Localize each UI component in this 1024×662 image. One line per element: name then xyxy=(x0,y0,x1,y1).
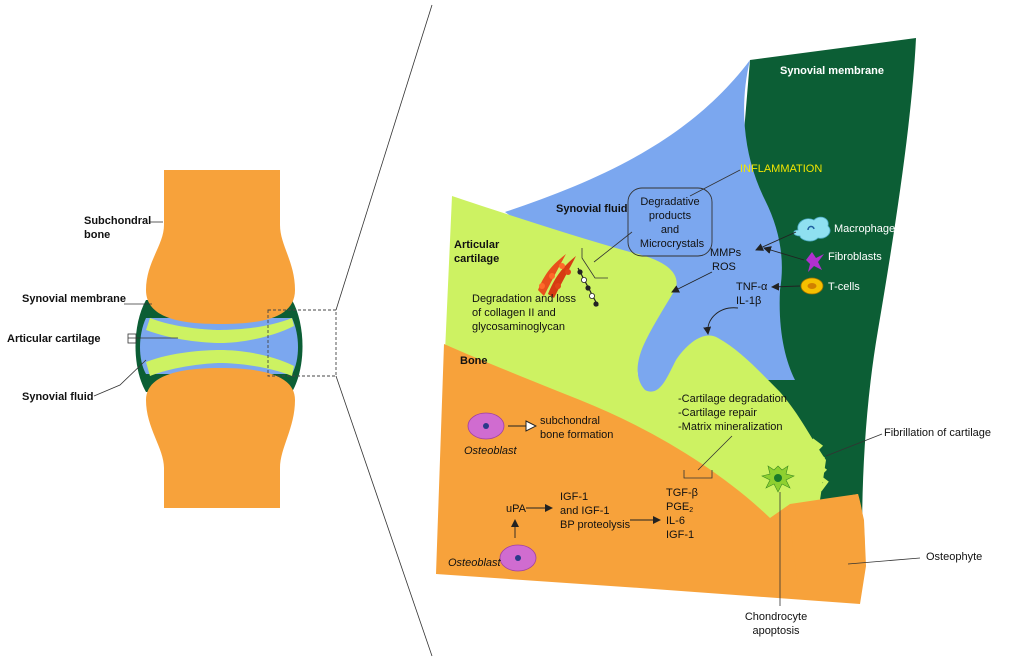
label-igf-2: and IGF-1 xyxy=(560,505,610,517)
osteophyte-shape xyxy=(790,494,865,602)
label-subchondral-bone-1: Subchondral xyxy=(84,215,151,227)
label-degradation-1: Degradation and loss xyxy=(472,293,576,305)
label-igf-1: IGF-1 xyxy=(560,491,588,503)
label-degradation-2: of collagen II and xyxy=(472,307,556,319)
zoomed-joint-region xyxy=(436,38,916,604)
left-upper-bone xyxy=(146,170,295,324)
label-igf1: IGF-1 xyxy=(666,529,694,541)
label-left-synovial-fluid: Synovial fluid xyxy=(22,391,94,403)
label-ros: ROS xyxy=(712,261,736,273)
label-right-synovial-membrane: Synovial membrane xyxy=(780,65,884,77)
label-right-articular-cartilage-1: Articular xyxy=(454,239,500,251)
label-right-synovial-fluid: Synovial fluid xyxy=(556,203,628,215)
label-matrix-mineralization: -Matrix mineralization xyxy=(678,421,783,433)
label-tgf: TGF-β xyxy=(666,487,698,499)
label-degradative-1: Degradative xyxy=(640,196,699,208)
tcell-icon xyxy=(800,277,824,295)
label-subchondral-bone-2: bone xyxy=(84,229,110,241)
left-upper-cartilage xyxy=(146,318,294,343)
label-degradative-2: products xyxy=(649,210,692,222)
label-cartilage-degradation: -Cartilage degradation xyxy=(678,393,787,405)
label-left-articular-cartilage: Articular cartilage xyxy=(7,333,101,345)
label-pge: PGE2 xyxy=(666,501,693,514)
label-right-articular-cartilage-2: cartilage xyxy=(454,253,499,265)
label-fibroblasts: Fibroblasts xyxy=(828,251,882,263)
osteoblast-icon-2 xyxy=(499,544,537,572)
label-subchondral-1: subchondral xyxy=(540,415,600,427)
chondrocyte-icon xyxy=(761,465,795,493)
label-degradation-3: glycosaminoglycan xyxy=(472,321,565,333)
zoom-guide-top xyxy=(335,4,433,311)
label-igf-3: BP proteolysis xyxy=(560,519,631,531)
articular-cartilage-region xyxy=(445,196,826,520)
label-chondrocyte-1: Chondrocyte xyxy=(745,611,807,623)
label-il1: IL-1β xyxy=(736,295,761,307)
cartilage-marker-box xyxy=(127,333,137,344)
degradative-products-box xyxy=(627,187,713,257)
osteoblast-icon-1 xyxy=(467,412,505,440)
joint-illustration xyxy=(127,170,337,508)
label-cartilage-repair: -Cartilage repair xyxy=(678,407,757,419)
label-il6: IL-6 xyxy=(666,515,685,527)
label-osteoblast-1: Osteoblast xyxy=(464,445,518,457)
label-subchondral-2: bone formation xyxy=(540,429,613,441)
label-osteoblast-2: Osteoblast xyxy=(448,557,502,569)
synovial-fluid-region xyxy=(505,60,795,395)
label-osteophyte: Osteophyte xyxy=(926,551,982,563)
label-tnf: TNF-α xyxy=(736,281,768,293)
label-left-synovial-membrane: Synovial membrane xyxy=(22,293,126,305)
collagen-fiber-icon xyxy=(538,254,576,298)
bone-region xyxy=(436,344,866,604)
fibrillation-edge xyxy=(810,438,829,492)
label-macrophages: Macrophages xyxy=(834,223,901,235)
fibroblast-icon xyxy=(806,252,824,272)
left-lower-bone xyxy=(146,368,295,508)
label-inflammation: INFLAMMATION xyxy=(740,163,822,175)
label-upa: uPA xyxy=(506,503,527,515)
macrophage-icon xyxy=(793,216,831,242)
label-bone: Bone xyxy=(460,355,488,367)
zoom-box xyxy=(267,309,337,377)
label-fibrillation: Fibrillation of cartilage xyxy=(884,427,991,439)
label-tcells: T-cells xyxy=(828,281,860,293)
left-lower-cartilage xyxy=(146,350,294,376)
label-degradative-3: and xyxy=(661,224,679,236)
label-mmps: MMPs xyxy=(710,247,742,259)
label-degradative-4: Microcrystals xyxy=(640,238,705,250)
glycosaminoglycan-chain-icon xyxy=(577,267,599,307)
zoom-guide-bottom xyxy=(335,375,433,657)
label-chondrocyte-2: apoptosis xyxy=(752,625,800,637)
